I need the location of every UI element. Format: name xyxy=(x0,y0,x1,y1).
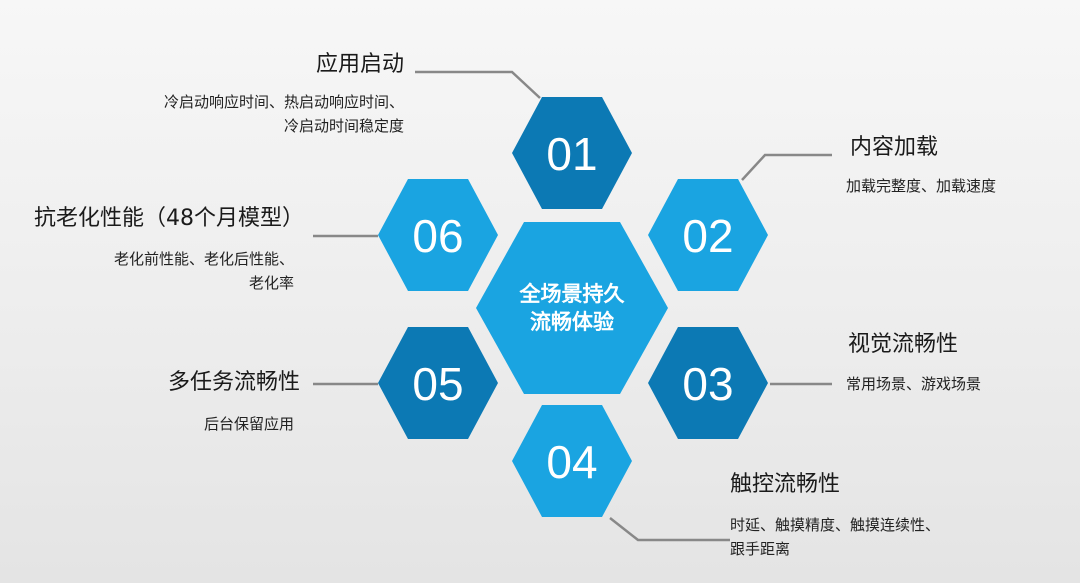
item-06-desc-line: 老化前性能、老化后性能、 xyxy=(113,250,294,268)
item-05-block: 多任务流畅性 xyxy=(168,368,300,398)
item-04-desc-line: 时延、触摸精度、触摸连续性、 xyxy=(730,516,941,534)
center-title-line1: 全场景持久 xyxy=(519,282,625,306)
item-02-desc: 加载完整度、加载速度 xyxy=(846,174,996,198)
item-01-desc-line: 冷启动响应时间、热启动响应时间、 xyxy=(163,93,404,111)
hexagon-06 xyxy=(378,179,498,291)
hexagon-06-number: 06 xyxy=(412,210,463,262)
hexagon-02 xyxy=(648,179,768,291)
item-03-desc: 常用场景、游戏场景 xyxy=(846,372,981,396)
item-04-block: 触控流畅性 xyxy=(730,470,840,500)
item-04-desc-line: 跟手距离 xyxy=(730,540,791,558)
hexagon-05-number: 05 xyxy=(412,358,463,410)
item-06-desc-line: 老化率 xyxy=(248,274,294,292)
connector-02 xyxy=(741,153,832,181)
connector-01 xyxy=(415,70,541,99)
hexagon-03-number: 03 xyxy=(682,358,733,410)
item-05-desc-line: 后台保留应用 xyxy=(203,415,294,433)
item-03-desc-line: 常用场景、游戏场景 xyxy=(846,375,982,393)
hexagon-02-number: 02 xyxy=(682,210,733,262)
item-02-block: 内容加载 xyxy=(850,133,938,163)
center-hexagon xyxy=(476,222,668,394)
item-02-title: 内容加载 xyxy=(850,135,939,160)
hexagon-01-number: 01 xyxy=(546,128,597,180)
item-02-desc-line: 加载完整度、加载速度 xyxy=(846,177,997,195)
item-01-desc-line: 冷启动时间稳定度 xyxy=(283,117,404,135)
item-01-title: 应用启动 xyxy=(315,52,404,77)
item-06-title: 抗老化性能（48个月模型） xyxy=(34,206,304,231)
item-03-block: 视觉流畅性 xyxy=(848,330,958,360)
item-06-block: 抗老化性能（48个月模型） xyxy=(34,204,304,234)
hexagon-04 xyxy=(512,405,632,517)
item-06-desc: 老化前性能、老化后性能、 老化率 xyxy=(114,247,294,295)
item-03-title: 视觉流畅性 xyxy=(848,332,959,357)
item-01-block: 应用启动 xyxy=(316,50,404,80)
connector-04 xyxy=(609,517,730,542)
item-04-title: 触控流畅性 xyxy=(730,472,841,497)
hexagon-04-number: 04 xyxy=(546,436,597,488)
hexagon-05 xyxy=(378,327,498,439)
item-05-title: 多任务流畅性 xyxy=(167,370,300,395)
item-05-desc: 后台保留应用 xyxy=(204,412,294,436)
item-04-desc: 时延、触摸精度、触摸连续性、 跟手距离 xyxy=(730,513,940,561)
hexagon-03 xyxy=(648,327,768,439)
center-title-line2: 流畅体验 xyxy=(530,310,614,334)
item-01-desc: 冷启动响应时间、热启动响应时间、 冷启动时间稳定度 xyxy=(164,90,404,138)
hexagon-01 xyxy=(512,97,632,209)
